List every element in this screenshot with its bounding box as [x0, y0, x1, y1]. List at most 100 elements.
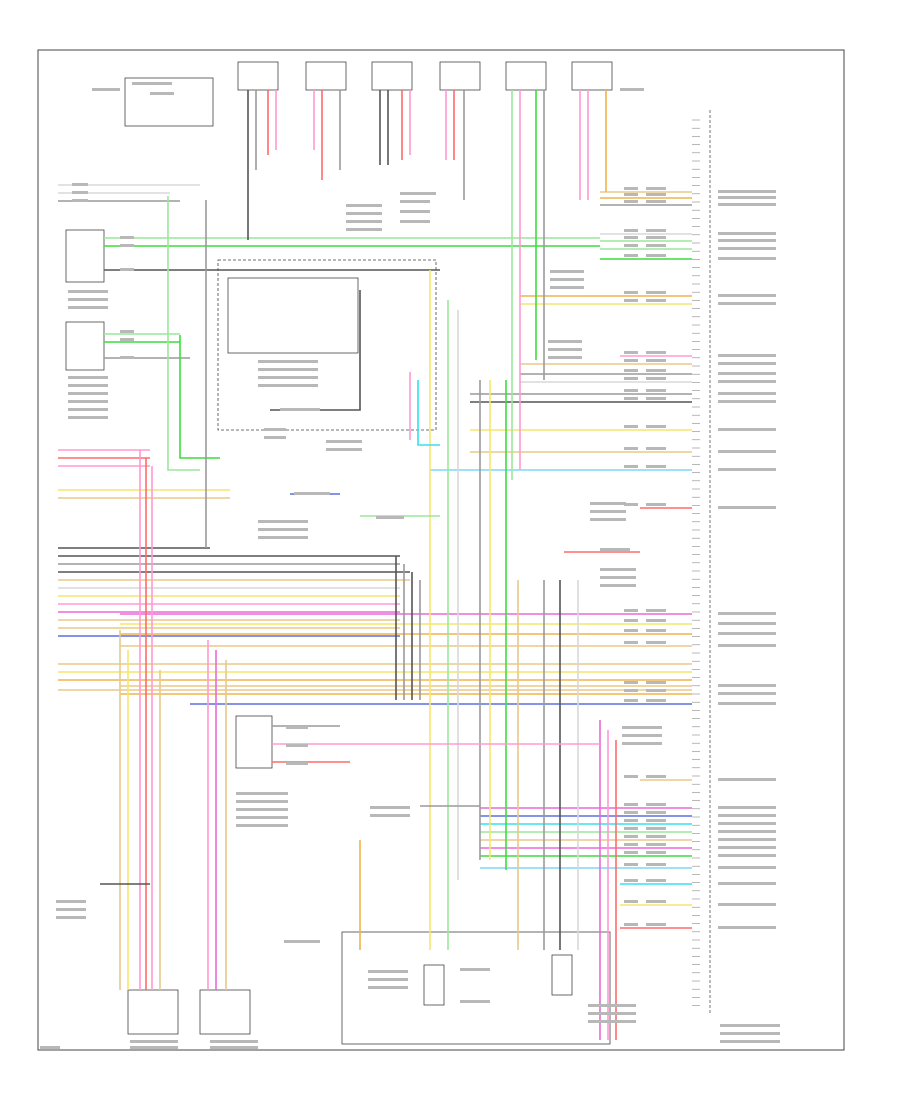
pcm-circuit-number-30 [624, 819, 638, 822]
label-placeholder-25 [346, 220, 382, 223]
pcm-circuit-number-5 [624, 236, 638, 239]
label-placeholder-21 [68, 408, 108, 411]
label-placeholder-67 [370, 814, 410, 817]
label-placeholder-34 [258, 384, 318, 387]
route-green-a [167, 196, 200, 471]
injector-box-left [127, 989, 179, 1035]
label-placeholder-14 [120, 330, 134, 333]
pcm-circuit-number-28 [624, 803, 638, 806]
pcm-wire-color-label-17 [646, 447, 666, 450]
label-placeholder-55 [600, 568, 636, 571]
pcm-circuit-number-31 [624, 827, 638, 830]
label-placeholder-33 [258, 376, 318, 379]
injector-box-right [199, 989, 251, 1035]
label-placeholder-30 [400, 220, 430, 223]
pcm-signal-label-38 [718, 926, 776, 929]
label-placeholder-87 [720, 1024, 780, 1027]
label-placeholder-3 [150, 92, 174, 95]
pcm-circuit-number-8 [624, 291, 638, 294]
label-placeholder-57 [600, 584, 636, 587]
label-placeholder-48 [548, 340, 582, 343]
pcm-signal-label-13 [718, 380, 776, 383]
pcm-signal-label-35 [718, 866, 776, 869]
pcm-wire-color-label-8 [646, 291, 666, 294]
pcm-signal-label-3 [718, 203, 776, 206]
connector-top-5 [505, 61, 547, 91]
label-placeholder-23 [346, 204, 382, 207]
pcm-circuit-number-29 [624, 811, 638, 814]
pcm-signal-label-19 [718, 506, 776, 509]
pcm-wire-color-label-32 [646, 835, 666, 838]
connector-top-3 [371, 61, 413, 91]
label-placeholder-75 [368, 970, 408, 973]
pcm-circuit-number-32 [624, 835, 638, 838]
pcm-wire-color-label-37 [646, 900, 666, 903]
pcm-circuit-number-24 [624, 681, 638, 684]
pcm-circuit-number-3 [624, 200, 638, 203]
label-placeholder-5 [72, 183, 88, 186]
label-placeholder-83 [130, 1040, 178, 1043]
pcm-signal-label-8 [718, 294, 776, 297]
pcm-circuit-number-18 [624, 465, 638, 468]
label-placeholder-56 [600, 576, 636, 579]
label-placeholder-43 [258, 536, 308, 539]
diagram-frame [37, 49, 845, 1051]
pcm-signal-label-12 [718, 372, 776, 375]
pcm-signal-label-26 [718, 702, 776, 705]
label-placeholder-32 [258, 368, 318, 371]
pcm-wire-color-label-16 [646, 425, 666, 428]
label-placeholder-2 [132, 82, 172, 85]
label-placeholder-20 [68, 400, 108, 403]
connector-top-4 [439, 61, 481, 91]
pcm-signal-label-22 [718, 632, 776, 635]
pcm-circuit-number-19 [624, 503, 638, 506]
pcm-wire-color-label-19 [646, 503, 666, 506]
pcm-wire-color-label-28 [646, 803, 666, 806]
label-placeholder-69 [622, 734, 662, 737]
pcm-circuit-number-10 [624, 351, 638, 354]
label-placeholder-19 [68, 392, 108, 395]
pcm-wire-color-label-34 [646, 851, 666, 854]
label-placeholder-16 [120, 356, 134, 359]
pcm-circuit-number-1 [624, 187, 638, 190]
label-placeholder-7 [72, 199, 88, 202]
label-placeholder-88 [720, 1032, 780, 1035]
label-placeholder-37 [264, 436, 286, 439]
label-placeholder-65 [286, 762, 308, 765]
pcm-wire-color-label-9 [646, 299, 666, 302]
label-placeholder-68 [622, 726, 662, 729]
label-placeholder-40 [294, 492, 330, 495]
pcm-wire-color-label-15 [646, 397, 666, 400]
pcm-wire-color-label-26 [646, 699, 666, 702]
label-placeholder-31 [258, 360, 318, 363]
label-placeholder-9 [120, 244, 134, 247]
pcm-signal-label-14 [718, 392, 776, 395]
pcm-circuit-number-35 [624, 863, 638, 866]
pcm-wire-color-label-2 [646, 193, 666, 196]
pcm-wire-color-label-27 [646, 775, 666, 778]
label-placeholder-90 [40, 1046, 60, 1049]
label-placeholder-28 [400, 200, 430, 203]
pcm-signal-label-2 [718, 196, 776, 199]
pcm-wire-color-label-13 [646, 377, 666, 380]
label-placeholder-50 [548, 356, 582, 359]
pcm-signal-label-1 [718, 190, 776, 193]
label-bars [40, 82, 780, 1049]
pcm-circuit-number-34 [624, 851, 638, 854]
pcm-wire-color-label-22 [646, 629, 666, 632]
pcm-wire-color-label-10 [646, 351, 666, 354]
pcm-signal-label-25 [718, 692, 776, 695]
sensor-box-left-1 [65, 229, 105, 283]
label-placeholder-29 [400, 210, 430, 213]
label-placeholder-11 [68, 290, 108, 293]
pcm-signal-label-30 [718, 822, 776, 825]
transaxle-box [341, 931, 611, 1045]
label-placeholder-79 [460, 1000, 490, 1003]
label-placeholder-49 [548, 348, 582, 351]
label-placeholder-36 [264, 428, 286, 431]
pcm-circuit-number-37 [624, 900, 638, 903]
label-placeholder-61 [236, 816, 288, 819]
label-placeholder-59 [236, 800, 288, 803]
pcm-circuit-number-17 [624, 447, 638, 450]
